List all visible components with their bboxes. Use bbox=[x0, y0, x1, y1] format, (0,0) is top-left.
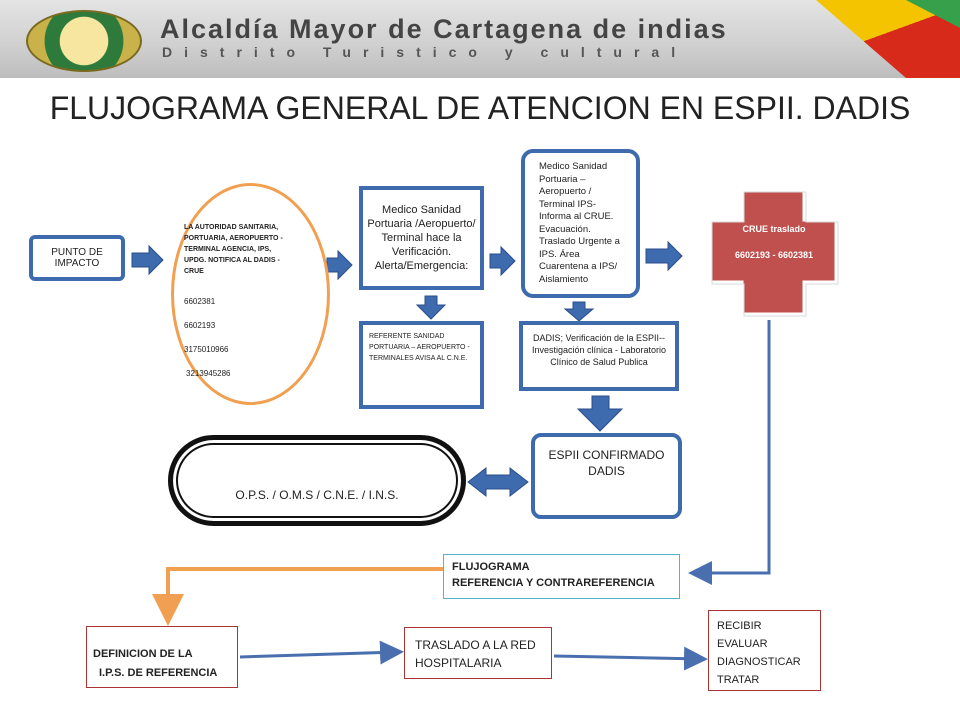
node-ops-oms-oval bbox=[168, 435, 466, 526]
phone-number: 3175010966 bbox=[184, 345, 229, 354]
node-ops-oms-text: O.P.S. / O.M.S / C.N.E. / I.N.S. bbox=[235, 488, 399, 502]
flujograma-line-2: REFERENCIA Y CONTRAREFERENCIA bbox=[452, 577, 655, 589]
header-banner bbox=[0, 0, 960, 78]
recibir-step: EVALUAR bbox=[717, 638, 768, 650]
phone-number: 3213945286 bbox=[186, 369, 231, 378]
page-title: FLUJOGRAMA GENERAL DE ATENCION EN ESPII.… bbox=[49, 90, 911, 126]
node-dadis-verificacion: DADIS; Verificación de la ESPII--Investi… bbox=[519, 321, 679, 391]
arrow-medico2-to-crue bbox=[645, 240, 683, 272]
node-flujograma-referencia: FLUJOGRAMA REFERENCIA Y CONTRAREFERENCIA bbox=[443, 554, 680, 599]
node-medico-verificacion: Medico Sanidad Portuaria /Aeropuerto/ Te… bbox=[359, 186, 484, 290]
recibir-step: TRATAR bbox=[717, 674, 760, 686]
arrow-medico2-to-dadis bbox=[563, 301, 595, 322]
node-autoridad-text: LA AUTORIDAD SANITARIA, PORTUARIA, AEROP… bbox=[184, 224, 283, 275]
crue-phones: 6602193 - 6602381 bbox=[734, 250, 814, 260]
crue-label: CRUE traslado bbox=[742, 224, 806, 234]
city-seal-logo bbox=[26, 10, 142, 72]
node-espii-confirmado: ESPII CONFIRMADO DADIS bbox=[531, 433, 682, 519]
line-traslado-to-recibir bbox=[553, 646, 708, 671]
arrow-medico1-to-medico2 bbox=[489, 245, 516, 277]
arrow-dadis-to-espii bbox=[576, 395, 624, 432]
recibir-step: RECIBIR bbox=[717, 620, 762, 632]
crue-cross-shape bbox=[708, 188, 839, 317]
arrow-ops-espii-bidirectional bbox=[467, 466, 529, 498]
arrow-punto-to-autoridad bbox=[131, 244, 164, 276]
line-flujograma-to-definicion bbox=[152, 567, 443, 626]
definicion-line-2: I.P.S. DE REFERENCIA bbox=[99, 667, 218, 679]
node-medico-informa-crue: Medico Sanidad Portuaria – Aeropuerto / … bbox=[521, 149, 640, 298]
node-medico-verificacion-text: Medico Sanidad Portuaria /Aeropuerto/ Te… bbox=[367, 204, 476, 272]
node-punto-de-impacto: PUNTO DE IMPACTO bbox=[29, 235, 125, 281]
arrow-medico1-to-referente bbox=[415, 295, 447, 320]
node-traslado-red: TRASLADO A LA RED HOSPITALARIA bbox=[404, 627, 552, 679]
node-autoridad-oval bbox=[171, 183, 330, 405]
arrow-autoridad-to-medico1 bbox=[326, 249, 353, 281]
line-definicion-to-traslado bbox=[239, 640, 404, 665]
node-recibir-tratar: RECIBIR EVALUAR DIAGNOSTICAR TRATAR bbox=[708, 610, 821, 691]
flujograma-line-1: FLUJOGRAMA bbox=[452, 561, 530, 573]
node-autoridad-phones: 6602381 6602193 3175010966 3213945286 bbox=[184, 290, 284, 386]
phone-number: 6602193 bbox=[184, 321, 216, 330]
banner-subtitle: Distrito Turistico y cultural bbox=[162, 44, 688, 60]
node-referente-cne: REFERENTE SANIDAD PORTUARIA – AEROPUERTO… bbox=[359, 321, 484, 409]
definicion-line-1: DEFINICION DE LA bbox=[93, 648, 193, 660]
node-definicion-ips: DEFINICION DE LA I.P.S. DE REFERENCIA bbox=[86, 626, 238, 688]
line-crue-to-flujograma bbox=[688, 320, 771, 585]
phone-number: 6602381 bbox=[184, 297, 216, 306]
recibir-step: DIAGNOSTICAR bbox=[717, 656, 801, 668]
banner-title: Alcaldía Mayor de Cartagena de indias bbox=[160, 14, 728, 44]
